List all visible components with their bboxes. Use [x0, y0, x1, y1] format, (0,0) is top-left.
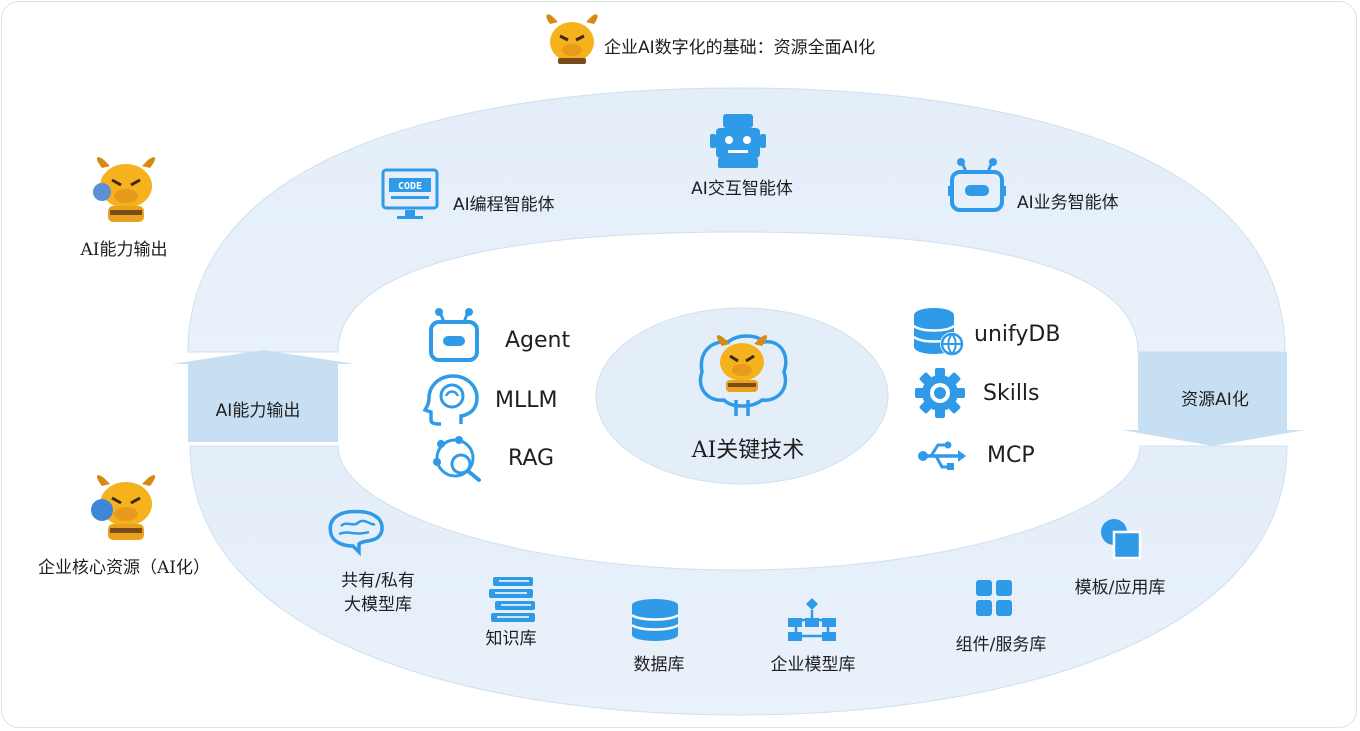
inner-right-label: MCP [987, 443, 1035, 468]
bottom-item-label: 模板/应用库 [1074, 578, 1166, 598]
top-item-label: AI业务智能体 [1017, 193, 1119, 213]
inner-left-label: RAG [508, 446, 555, 471]
inner-left-label: Agent [505, 328, 571, 353]
inner-left-label: MLLM [495, 388, 558, 413]
brain-icon [328, 509, 384, 557]
flowchart-icon [788, 598, 836, 641]
bottom-item-label: 企业模型库 [770, 655, 856, 675]
agent-robot-icon [429, 308, 479, 362]
grid-blocks-icon [976, 580, 1012, 616]
bottom-item-label: 数据库 [633, 655, 685, 675]
center-ellipse [595, 307, 889, 485]
search-network-icon [433, 436, 481, 482]
gear-icon [915, 368, 965, 418]
code-monitor-icon: CODE [381, 168, 439, 219]
bottom-item-label: 知识库 [485, 629, 537, 649]
top-item-label: AI交互智能体 [691, 179, 793, 199]
bottom-item-label: 共有/私有 [341, 571, 415, 591]
robot-icon [710, 114, 766, 168]
books-icon [489, 577, 535, 622]
up-arrow [172, 350, 355, 442]
down-arrow-label: 资源AI化 [1181, 390, 1249, 410]
svg-text:CODE: CODE [398, 181, 422, 192]
center-label: AI关键技术 [691, 438, 805, 463]
mascot-ai-output-icon [93, 157, 156, 222]
bottom-item-label: 大模型库 [344, 595, 412, 615]
mascot-title-icon [546, 14, 598, 64]
down-arrow [1122, 352, 1305, 446]
bottom-ring-band [189, 445, 1288, 716]
shapes-icon [1101, 519, 1142, 560]
top-item-label: AI编程智能体 [453, 195, 555, 215]
mascot-brain-icon [698, 334, 788, 416]
head-brain-icon [422, 374, 479, 426]
left-label-core-resources: 企业核心资源（AI化） [38, 558, 210, 578]
inner-right-label: Skills [983, 381, 1040, 406]
usb-icon [918, 441, 966, 470]
robot-antenna-icon [948, 158, 1006, 212]
mascot-core-resource-icon [91, 475, 156, 540]
bottom-item-label: 组件/服务库 [955, 635, 1047, 655]
up-arrow-label: AI能力输出 [215, 401, 301, 421]
diagram-title: 企业AI数字化的基础：资源全面AI化 [604, 38, 876, 58]
top-ring-band [187, 87, 1286, 353]
database-globe-icon [913, 308, 964, 356]
database-icon [631, 599, 679, 641]
inner-right-label: unifyDB [974, 322, 1061, 347]
left-label-ai-output: AI能力输出 [80, 240, 168, 260]
